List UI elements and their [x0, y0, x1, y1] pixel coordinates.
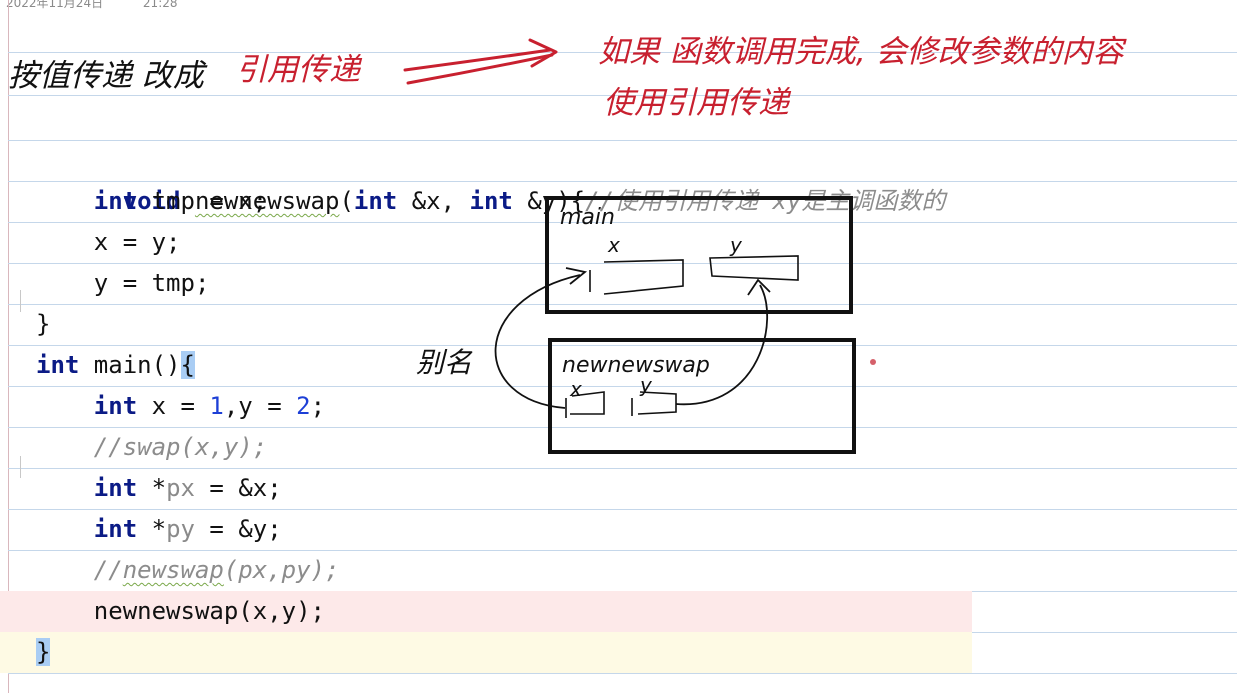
code-text: newnewswap(x,y);: [93, 597, 325, 625]
ink-dot: [870, 359, 876, 365]
ruled-line: [8, 181, 1237, 182]
keyword: void: [122, 187, 181, 215]
ruled-line: [8, 222, 1237, 223]
fold-marker-icon[interactable]: [20, 290, 31, 312]
code-text: }: [36, 310, 51, 338]
ruled-line: [8, 52, 1237, 53]
code-line-11[interactable]: //newswap(px,py);: [0, 550, 972, 591]
keyword: int: [469, 187, 513, 215]
alias-arrow-x: [494, 274, 581, 409]
alias-label: 别名: [416, 346, 473, 379]
number-literal: 1: [209, 392, 224, 420]
code-text: x = y;: [93, 228, 181, 256]
arrow-right-icon: [403, 48, 552, 72]
ruled-line: [8, 468, 1237, 469]
brace-match: {: [180, 351, 195, 379]
variable: py: [166, 515, 195, 543]
code-text: = &x;: [194, 474, 282, 502]
code-text: *: [137, 515, 167, 543]
comment: //使用引用传递 xy是主调函数的: [585, 187, 946, 215]
brace-match: }: [36, 638, 51, 666]
main-frame-label: main: [560, 205, 615, 230]
code-editor[interactable]: void newnewswap(int &x, int &y){//使用引用传递…: [0, 140, 972, 676]
keyword: int: [93, 392, 138, 420]
variable: px: [166, 474, 195, 502]
ruled-line: [8, 427, 1237, 428]
ruled-line: [8, 140, 1237, 141]
newnewswap-frame-label: newnewswap: [562, 353, 710, 378]
arrow-head: [747, 278, 771, 296]
code-line-3[interactable]: x = y;: [0, 222, 972, 263]
keyword: int: [93, 187, 138, 215]
code-line-2[interactable]: int tmp = x;: [0, 181, 972, 222]
date-label: 2022年11月24日: [6, 0, 104, 10]
ref-x-label: x: [569, 377, 582, 401]
ruled-line: [8, 263, 1237, 264]
ruled-line: [8, 550, 1237, 551]
arrow-line: [406, 53, 554, 85]
code-text: = &y;: [194, 515, 282, 543]
code-text: x =: [137, 392, 210, 420]
keyword: int: [93, 474, 138, 502]
code-text: tmp = x;: [137, 187, 268, 215]
var-y-cell: [709, 255, 799, 281]
var-x-cell: [589, 259, 684, 295]
code-text: *: [137, 474, 167, 502]
ref-x-cell: [565, 391, 605, 418]
ref-y-cell: [631, 391, 677, 416]
notebook-margin-line: [8, 0, 9, 693]
code-line-7[interactable]: int x = 1,y = 2;: [0, 386, 972, 427]
ruled-line: [8, 509, 1237, 510]
code-line-8[interactable]: //swap(x,y);: [0, 427, 972, 468]
handwritten-note-red: 如果 函数调用完成, 会修改参数的内容: [598, 34, 1128, 70]
code-line-13[interactable]: }: [0, 632, 972, 673]
var-x-label: x: [607, 233, 620, 257]
function-name: newnewswap: [194, 187, 340, 215]
comment: (px,py);: [223, 556, 340, 584]
keyword: int: [353, 187, 398, 215]
newnewswap-frame-box: [548, 338, 856, 454]
var-y-label: y: [729, 233, 743, 257]
fold-marker-icon[interactable]: [20, 456, 31, 478]
ruled-line: [8, 304, 1237, 305]
ruled-line: [8, 345, 1237, 346]
code-line-4[interactable]: y = tmp;: [0, 263, 972, 304]
handwritten-note: 按值传递 改成: [8, 58, 208, 94]
keyword: int: [93, 515, 138, 543]
ruled-line: [8, 673, 1237, 674]
arrow-head: [565, 267, 588, 285]
code-line-9[interactable]: int *px = &x;: [0, 468, 972, 509]
code-line-10[interactable]: int *py = &y;: [0, 509, 972, 550]
comment: //swap(x,y);: [93, 433, 268, 461]
handwritten-note-red: 引用传递: [236, 52, 363, 88]
code-line-6[interactable]: int main(){: [0, 345, 972, 386]
code-text: ,y =: [223, 392, 297, 420]
keyword: int: [36, 351, 80, 379]
time-label: 21:28: [142, 0, 178, 10]
code-text: main(): [79, 351, 181, 379]
handwritten-note-red: 使用引用传递: [603, 85, 792, 121]
code-line-1[interactable]: void newnewswap(int &x, int &y){//使用引用传递…: [0, 140, 972, 215]
arrow-head: [528, 38, 558, 68]
param: &x,: [397, 187, 470, 215]
code-text: y = tmp;: [93, 269, 210, 297]
main-frame-box: [545, 196, 853, 314]
alias-arrow-y: [675, 284, 768, 405]
code-line-12[interactable]: newnewswap(x,y);: [0, 591, 972, 632]
comment: newswap: [122, 556, 224, 584]
ref-y-label: y: [639, 373, 653, 397]
comment: //: [93, 556, 123, 584]
code-line-5[interactable]: }: [0, 304, 972, 345]
ruled-line: [8, 386, 1237, 387]
param: &y){: [512, 187, 586, 215]
timestamp: 2022年11月24日 21:28: [6, 0, 214, 11]
paren: (: [339, 187, 354, 215]
ruled-line: [8, 95, 1237, 96]
code-text: ;: [310, 392, 326, 420]
number-literal: 2: [296, 392, 311, 420]
